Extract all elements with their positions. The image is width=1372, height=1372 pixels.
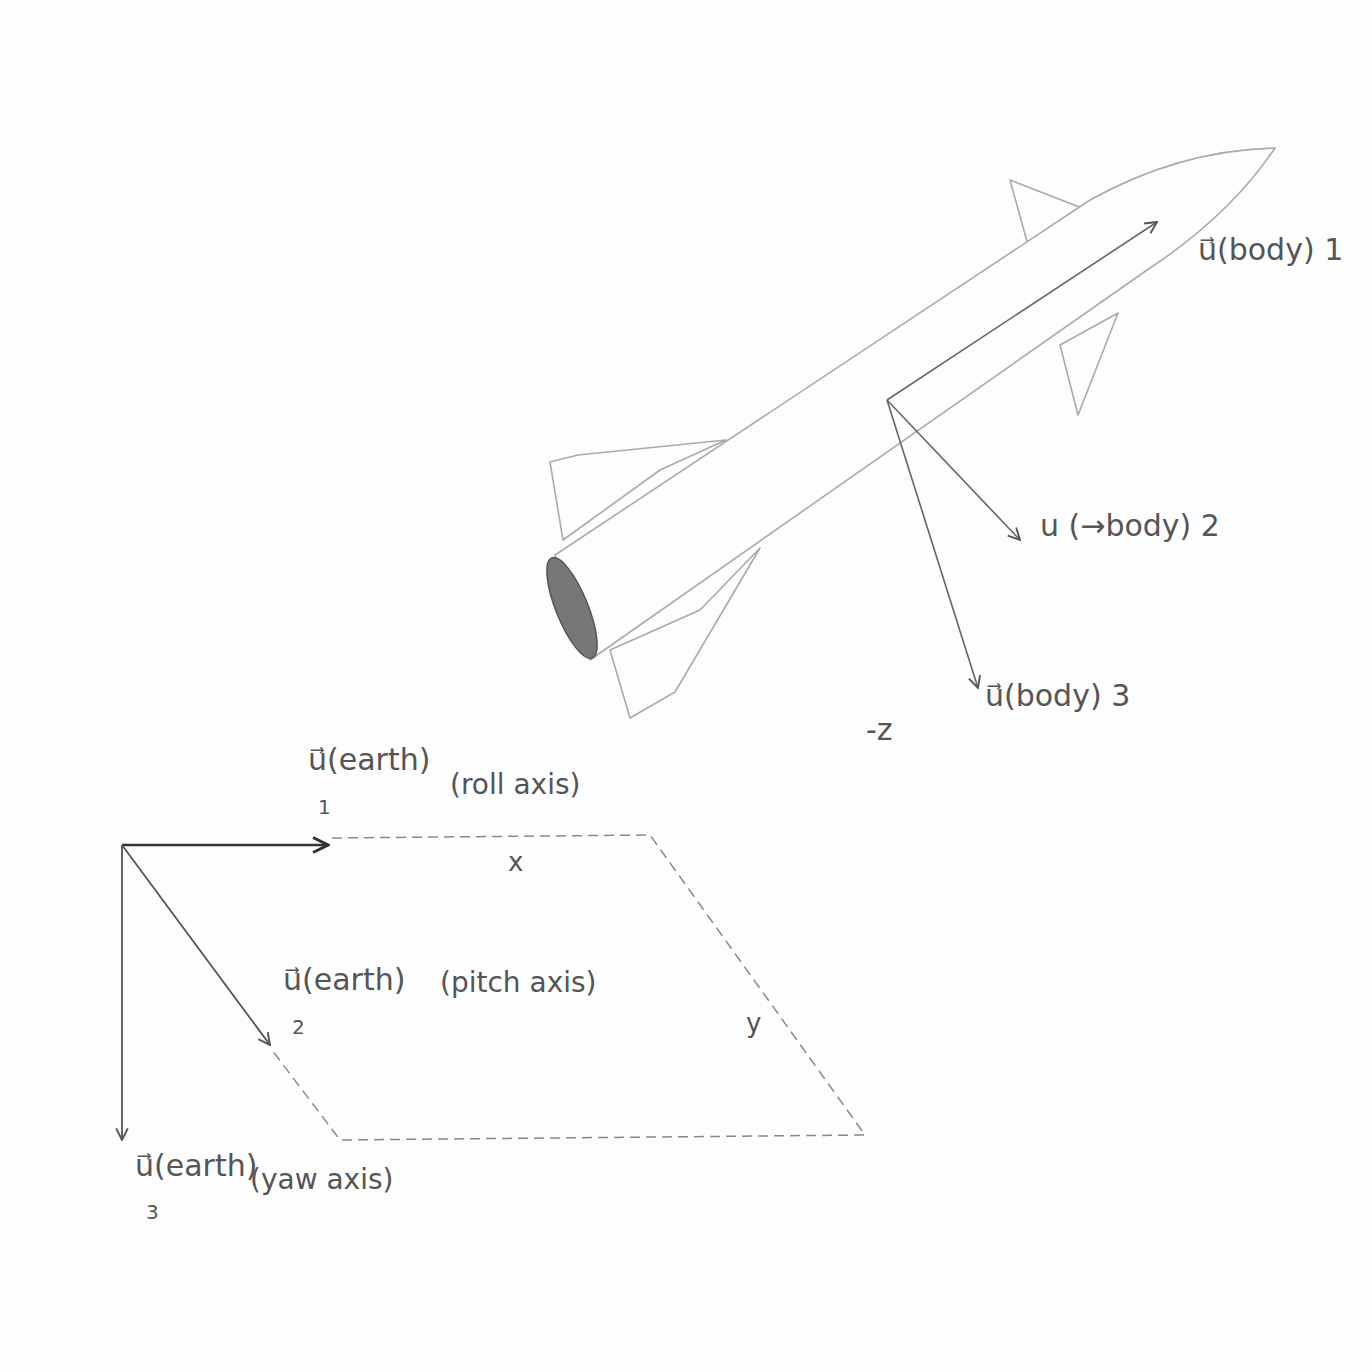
axis-subscript: 3 bbox=[146, 1200, 159, 1224]
axis-label: u⃗(body) 1 bbox=[1198, 232, 1343, 268]
axis-note: (roll axis) bbox=[450, 768, 580, 802]
fin bbox=[1060, 313, 1118, 415]
body-axis-1 bbox=[887, 222, 1157, 400]
axis-label: u⃗(earth) bbox=[283, 962, 405, 998]
axis-note: (yaw axis) bbox=[250, 1163, 393, 1197]
axis-letter: y bbox=[746, 1008, 761, 1039]
axis-label: u⃗(earth) bbox=[135, 1148, 257, 1184]
ground-plane bbox=[272, 835, 865, 1140]
earth-axis-1 bbox=[122, 844, 328, 846]
earth-axis-3 bbox=[121, 845, 123, 1140]
axis-label: -z bbox=[866, 712, 893, 748]
rocket-body bbox=[555, 148, 1275, 660]
axis-letter: x bbox=[508, 847, 523, 878]
axis-subscript: 1 bbox=[318, 795, 331, 819]
body-axis-3 bbox=[887, 400, 978, 688]
axis-label: u⃗(earth) bbox=[308, 742, 430, 778]
earth-axis-2 bbox=[122, 845, 270, 1045]
axis-label: u⃗(body) 3 bbox=[985, 678, 1130, 714]
axis-label: u (→body) 2 bbox=[1040, 508, 1220, 544]
body-axis-2 bbox=[887, 400, 1020, 540]
axis-subscript: 2 bbox=[292, 1015, 305, 1039]
nozzle bbox=[537, 552, 607, 664]
axis-note: (pitch axis) bbox=[440, 966, 597, 1000]
